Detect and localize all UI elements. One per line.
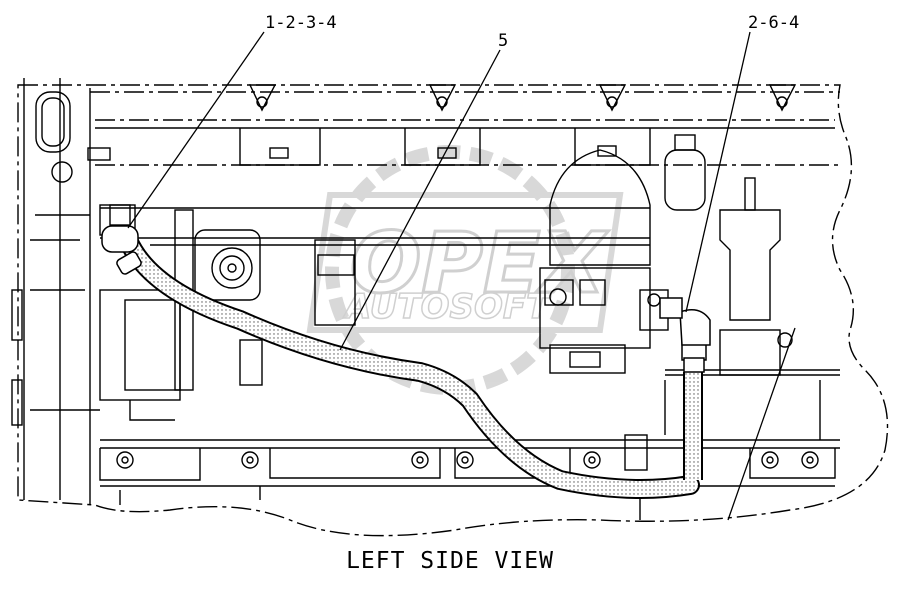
view-caption: LEFT SIDE VIEW	[346, 548, 554, 574]
callout-label-2-6-4: 2-6-4	[748, 13, 799, 33]
hose-fitting-left	[101, 225, 139, 253]
callout-leaders	[127, 31, 796, 521]
watermark-primary-text: OPEX	[350, 214, 609, 312]
callout-label-5: 5	[498, 31, 508, 51]
engine-outline	[11, 78, 889, 537]
hose-lines	[101, 225, 711, 499]
watermark-secondary-text: AUTOSOFT	[342, 287, 552, 327]
callout-labels: 1-2-3-4 5 2-6-4	[265, 13, 799, 51]
watermark-logo: OPEX AUTOSOFT	[306, 145, 624, 395]
callout-label-1-2-3-4: 1-2-3-4	[265, 13, 337, 33]
